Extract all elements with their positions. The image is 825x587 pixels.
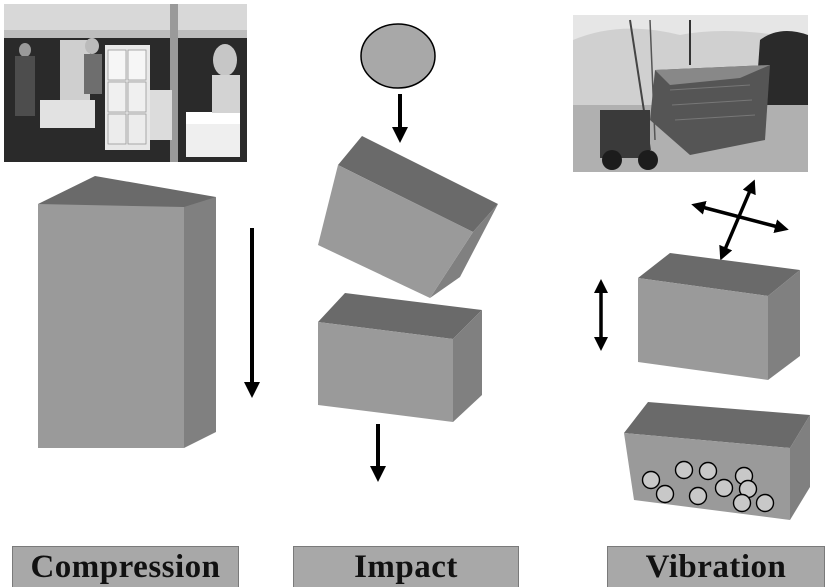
- vibration-open-crate: [624, 402, 810, 520]
- impact-label: Impact: [293, 546, 519, 587]
- compression-box-top: [38, 176, 216, 300]
- warehouse-photo: [4, 4, 247, 162]
- compression-label: Compression: [12, 546, 239, 587]
- compression-label-text: Compression: [30, 548, 221, 585]
- compression-stacked-boxes: [38, 176, 216, 448]
- vibration-label-text: Vibration: [645, 548, 787, 585]
- truck-photo: [573, 15, 808, 172]
- vibration-produce-items: [641, 460, 775, 513]
- vibration-label: Vibration: [607, 546, 825, 587]
- impact-label-text: Impact: [354, 548, 458, 585]
- vibration-multidirectional-arrows: [691, 179, 789, 261]
- impact-landed-box: [318, 293, 482, 422]
- vibration-box: [638, 253, 800, 380]
- impact-ball: [360, 23, 436, 89]
- impact-tilted-box: [318, 136, 498, 298]
